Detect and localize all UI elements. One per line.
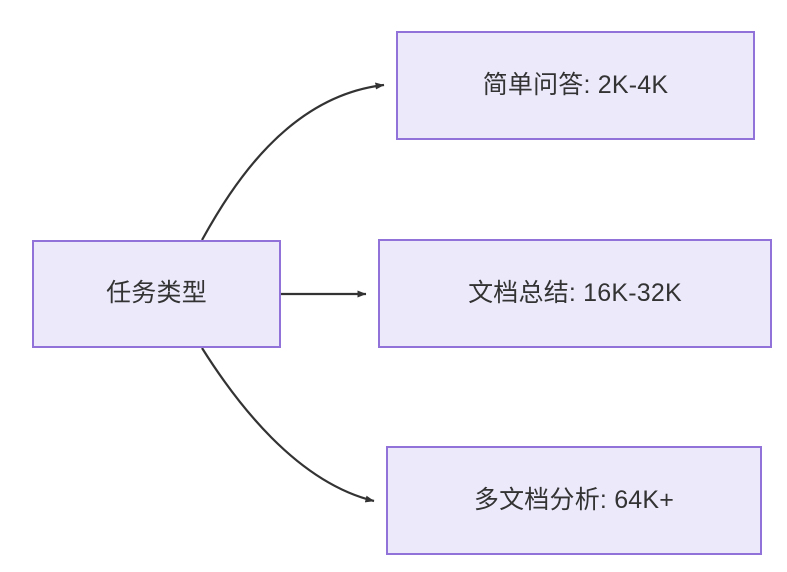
node-label: 文档总结: 16K-32K [468,278,682,307]
node-multi-document-analysis[interactable]: 多文档分析: 64K+ [386,446,762,555]
node-label: 任务类型 [106,279,207,308]
node-label: 简单问答: 2K-4K [482,70,669,99]
node-document-summary[interactable]: 文档总结: 16K-32K [378,239,772,348]
edge-root-to-multi-doc [201,347,375,503]
node-task-type[interactable]: 任务类型 [32,240,281,348]
node-simple-qa[interactable]: 简单问答: 2K-4K [396,31,755,140]
edge-root-to-simple-qa [201,82,385,241]
node-label: 多文档分析: 64K+ [473,485,675,514]
